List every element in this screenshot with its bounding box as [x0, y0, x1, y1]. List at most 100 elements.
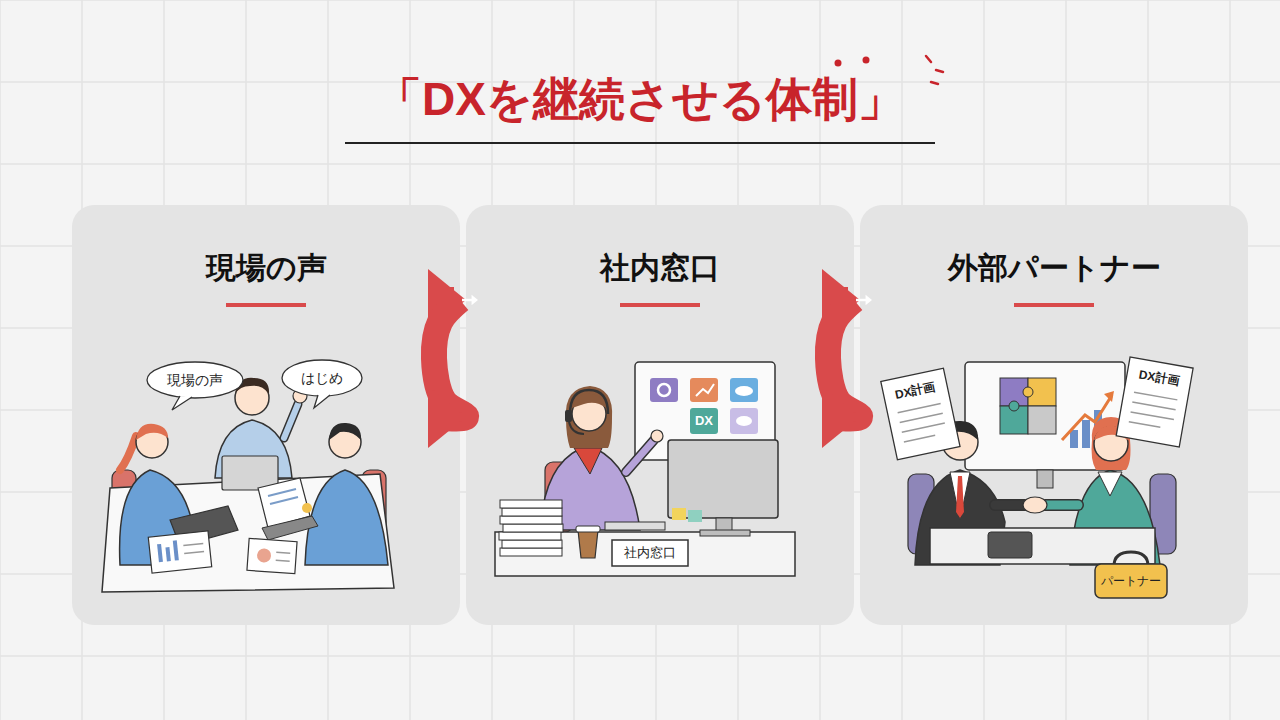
panel-heading: 社内窓口 [466, 205, 854, 287]
meeting-illustration-part [148, 531, 211, 573]
partner-illustration-part-part [881, 368, 960, 460]
meeting-illustration-part [247, 538, 297, 573]
meeting-illustration-part [284, 404, 298, 438]
help-desk-illustration-part [730, 408, 758, 434]
cycle-arrow [822, 269, 872, 448]
help-desk-illustration-part [735, 386, 753, 396]
meeting-illustration-part [282, 360, 362, 396]
help-desk-illustration-part [502, 508, 562, 516]
partner-illustration-part [988, 532, 1032, 558]
title-decoration-part [835, 60, 842, 67]
panel-background [860, 205, 1248, 625]
speech-bubble-text: はじめ [301, 370, 343, 387]
title-decoration-part [863, 57, 870, 64]
help-desk-illustration-part [690, 408, 718, 434]
help-desk-illustration-part [658, 384, 670, 396]
partner-illustration-part-part [1129, 422, 1161, 428]
panel-box: 社内窓口 [466, 205, 854, 625]
help-desk-illustration-part [672, 508, 686, 520]
partner-illustration-part [930, 528, 1155, 564]
panel-heading: 現場の声 [72, 205, 460, 287]
grid-part [0, 0, 1280, 1]
meeting-illustration-part [329, 423, 361, 440]
meeting-illustration-part [284, 404, 298, 438]
partner-illustration-part [1095, 564, 1167, 598]
help-desk-illustration-part [502, 540, 562, 548]
name-plate: 社内窓口 [624, 545, 676, 561]
partner-illustration-part-part [1132, 402, 1175, 410]
meeting-illustration [102, 360, 394, 592]
heading-underline [620, 303, 700, 307]
help-desk-illustration-part [626, 440, 654, 472]
meeting-illustration-part [268, 489, 296, 496]
partner-illustration-part-part [904, 435, 935, 442]
partner-illustration-part [1023, 387, 1033, 397]
arrow-accent [856, 299, 866, 302]
meeting-illustration-part-part [276, 560, 290, 562]
title-decoration-part [926, 56, 931, 62]
help-desk-illustration-part [612, 540, 688, 566]
partner-illustration-part-part [902, 423, 945, 432]
title-decoration-part [936, 70, 943, 72]
grid-part [0, 655, 1280, 657]
help-desk-illustration-part [500, 548, 562, 556]
partner-illustration [881, 357, 1193, 598]
help-desk-illustration-part [736, 416, 752, 426]
meeting-illustration-part [120, 436, 136, 470]
partner-illustration-part [1023, 497, 1047, 513]
help-desk-illustration-part [651, 430, 663, 442]
illustrations [102, 357, 1193, 598]
partner-illustration-part [1098, 472, 1122, 496]
partner-illustration-part [1070, 430, 1078, 448]
meeting-illustration-part [314, 395, 330, 408]
partner-illustration-part [1116, 357, 1193, 447]
grid-part [0, 0, 1, 720]
heading-underline [1014, 303, 1094, 307]
arrow-accent [462, 299, 472, 302]
help-desk-illustration-part [605, 522, 665, 530]
meeting-illustration-part [147, 362, 243, 398]
help-desk-illustration-part [668, 440, 778, 518]
partner-illustration-part [950, 472, 970, 520]
panel-background [466, 205, 854, 625]
title-decoration-part [345, 142, 935, 144]
help-desk-illustration-part [499, 532, 561, 540]
help-desk-illustration-part [576, 526, 600, 532]
title: 「DXを継続させる体制」 [0, 72, 1280, 127]
help-desk-illustration-part [566, 386, 612, 448]
meeting-illustration-part-part [276, 552, 290, 554]
partner-illustration-part-part [1134, 392, 1177, 400]
arrow-head [822, 386, 860, 448]
help-desk-illustration-part [574, 448, 602, 474]
arrow-accent [866, 295, 872, 306]
partner-illustration-part [1028, 406, 1056, 434]
panel-box: 外部パートナー [860, 205, 1248, 625]
help-desk-illustration-part [495, 532, 795, 576]
meeting-illustration-part [262, 516, 318, 540]
meeting-illustration-part-part [247, 538, 297, 573]
help-desk-illustration-part [626, 440, 654, 472]
panel-heading: 外部パートナー [860, 205, 1248, 287]
arrow-head [428, 386, 466, 448]
help-desk-illustration-part [688, 510, 702, 522]
partner-illustration-part-part [1116, 357, 1193, 447]
help-desk-illustration-part [572, 394, 606, 408]
help-desk-illustration-part [570, 390, 608, 414]
heading-underline [226, 303, 306, 307]
help-desk-illustration [495, 362, 795, 576]
panel-box: 現場の声 [72, 205, 460, 625]
help-desk-illustration-part [730, 378, 758, 402]
title-decoration-part [931, 82, 938, 84]
meeting-illustration-part-part [173, 540, 179, 560]
partner-illustration-part-part [900, 413, 943, 422]
partner-illustration-part [956, 476, 964, 518]
help-desk-illustration-part [569, 422, 584, 434]
meeting-illustration-part [305, 470, 388, 565]
partner-illustration-part-part [898, 404, 941, 413]
help-desk-illustration-part [650, 378, 678, 402]
help-desk-illustration-part [503, 524, 563, 532]
help-desk-illustration-part [696, 384, 714, 396]
meeting-illustration-part [172, 396, 192, 410]
